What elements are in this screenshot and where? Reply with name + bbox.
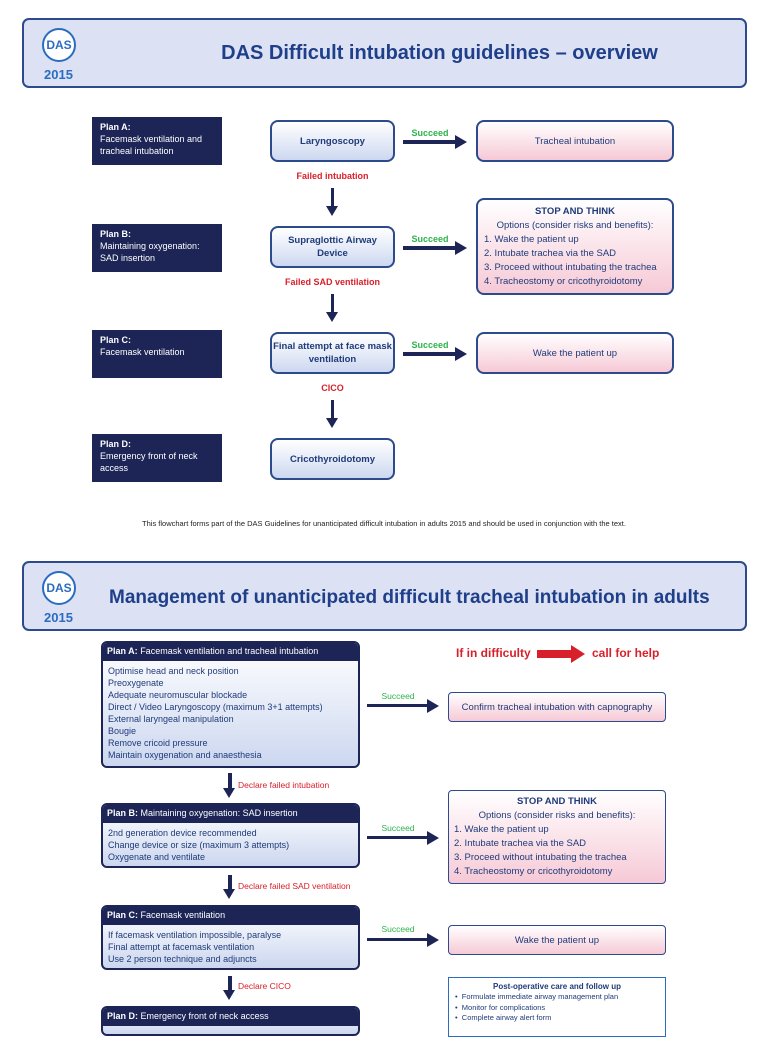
cico-label: CICO bbox=[321, 383, 344, 393]
postop-item: • Monitor for complications bbox=[455, 1002, 546, 1012]
plan-c-label: Plan C:Facemask ventilation bbox=[92, 330, 222, 378]
page-title: DAS Difficult intubation guidelines – ov… bbox=[221, 42, 658, 64]
item: External laryngeal manipulation bbox=[108, 714, 234, 724]
item: Direct / Video Laryngoscopy (maximum 3+1… bbox=[108, 702, 323, 712]
outcome-wake-patient: Wake the patient up bbox=[476, 332, 674, 374]
option: 4. Tracheostomy or cricothyroidotomy bbox=[454, 866, 613, 877]
failed-intubation-label: Failed intubation bbox=[296, 171, 369, 181]
declare-failed-sad: Declare failed SAD ventilation bbox=[238, 881, 351, 891]
overview-header: DAS 2015 DAS Difficult intubation guidel… bbox=[22, 18, 747, 88]
down-arrow bbox=[223, 773, 235, 798]
option: 4. Tracheostomy or cricothyroidotomy bbox=[484, 275, 643, 287]
year-label: 2015 bbox=[44, 610, 73, 625]
succeed-label: Succeed bbox=[411, 128, 449, 138]
management-header: DAS 2015 Management of unanticipated dif… bbox=[22, 561, 747, 631]
right-arrow bbox=[403, 347, 467, 361]
right-arrow bbox=[367, 831, 439, 845]
option: 3. Proceed without intubating the trache… bbox=[484, 261, 657, 273]
option: 3. Proceed without intubating the trache… bbox=[454, 852, 627, 863]
item: Optimise head and neck position bbox=[108, 666, 239, 676]
item: Maintain oxygenation and anaesthesia bbox=[108, 750, 262, 760]
red-arrow-head bbox=[571, 645, 585, 663]
outcome-tracheal-intubation: Tracheal intubation bbox=[476, 120, 674, 162]
postop-list: • Formulate immediate airway management … bbox=[455, 992, 659, 1024]
item: 2nd generation device recommended bbox=[108, 828, 257, 838]
plan-b-label: Plan B:Maintaining oxygenation: SAD inse… bbox=[92, 224, 222, 272]
down-arrow bbox=[223, 875, 235, 899]
if-in-difficulty: If in difficulty bbox=[456, 646, 531, 660]
step-sad: Supraglottic Airway Device bbox=[270, 226, 395, 268]
item: Remove cricoid pressure bbox=[108, 738, 208, 748]
item: If facemask ventilation impossible, para… bbox=[108, 930, 282, 940]
stop-and-think-box: STOP AND THINK Options (consider risks a… bbox=[476, 198, 674, 295]
plan-a-box: Plan A: Facemask ventilation and trachea… bbox=[101, 641, 360, 768]
step-laryngoscopy: Laryngoscopy bbox=[270, 120, 395, 162]
red-arrow bbox=[537, 650, 573, 658]
stop-options: 1. Wake the patient up 2. Intubate trach… bbox=[449, 823, 665, 879]
down-arrow bbox=[223, 976, 235, 1000]
item: Bougie bbox=[108, 726, 137, 736]
das-logo: DAS bbox=[42, 28, 76, 62]
succeed-label: Succeed bbox=[381, 823, 415, 833]
down-arrow bbox=[326, 294, 338, 322]
stop-subtitle: Options (consider risks and benefits): bbox=[496, 219, 654, 231]
plan-d-box: Plan D: Emergency front of neck access bbox=[101, 1006, 360, 1036]
right-arrow bbox=[403, 135, 467, 149]
das-logo: DAS bbox=[42, 571, 76, 605]
confirm-capnography-box: Confirm tracheal intubation with capnogr… bbox=[448, 692, 666, 722]
item: Oxygenate and ventilate bbox=[108, 852, 206, 862]
plan-d-label: Plan D:Emergency front of neck access bbox=[92, 434, 222, 482]
item: Adequate neuromuscular blockade bbox=[108, 690, 248, 700]
item: Change device or size (maximum 3 attempt… bbox=[108, 840, 290, 850]
item: Preoxygenate bbox=[108, 678, 164, 688]
succeed-label: Succeed bbox=[381, 691, 415, 701]
failed-sad-label: Failed SAD ventilation bbox=[284, 277, 380, 287]
footnote: This flowchart forms part of the DAS Gui… bbox=[142, 519, 626, 528]
succeed-label: Succeed bbox=[411, 340, 449, 350]
postop-item: • Complete airway alert form bbox=[455, 1013, 552, 1022]
right-arrow bbox=[367, 933, 439, 947]
option: 1. Wake the patient up bbox=[454, 824, 549, 835]
succeed-label: Succeed bbox=[411, 234, 449, 244]
declare-failed-intubation: Declare failed intubation bbox=[238, 780, 330, 790]
down-arrow bbox=[326, 400, 338, 428]
option: 2. Intubate trachea via the SAD bbox=[484, 247, 617, 259]
item: Use 2 person technique and adjuncts bbox=[108, 954, 257, 964]
stop-options: 1. Wake the patient up 2. Intubate trach… bbox=[478, 233, 657, 289]
step-facemask: Final attempt at face mask ventilation bbox=[270, 332, 395, 374]
plan-a-label: Plan A:Facemask ventilation and tracheal… bbox=[92, 117, 222, 165]
item: Final attempt at facemask ventilation bbox=[108, 942, 255, 952]
down-arrow bbox=[326, 188, 338, 216]
page-title: Management of unanticipated difficult tr… bbox=[109, 587, 710, 608]
year-label: 2015 bbox=[44, 67, 73, 82]
postop-box: Post-operative care and follow up • Form… bbox=[448, 977, 666, 1037]
option: 2. Intubate trachea via the SAD bbox=[454, 838, 587, 849]
stop-subtitle: Options (consider risks and benefits): bbox=[478, 810, 636, 821]
stop-title: STOP AND THINK bbox=[516, 796, 598, 807]
option: 1. Wake the patient up bbox=[484, 233, 579, 245]
plan-b-box: Plan B: Maintaining oxygenation: SAD ins… bbox=[101, 803, 360, 868]
step-cricothyroidotomy: Cricothyroidotomy bbox=[270, 438, 395, 480]
postop-title: Post-operative care and follow up bbox=[492, 982, 622, 991]
call-for-help: call for help bbox=[592, 646, 660, 660]
right-arrow bbox=[367, 699, 439, 713]
right-arrow bbox=[403, 241, 467, 255]
wake-patient-box: Wake the patient up bbox=[448, 925, 666, 955]
postop-item: • Formulate immediate airway management … bbox=[455, 992, 619, 1001]
stop-title: STOP AND THINK bbox=[534, 205, 616, 217]
stop-and-think-box: STOP AND THINK Options (consider risks a… bbox=[448, 790, 666, 884]
plan-c-box: Plan C: Facemask ventilation If facemask… bbox=[101, 905, 360, 970]
declare-cico: Declare CICO bbox=[238, 981, 291, 991]
succeed-label: Succeed bbox=[381, 924, 415, 934]
